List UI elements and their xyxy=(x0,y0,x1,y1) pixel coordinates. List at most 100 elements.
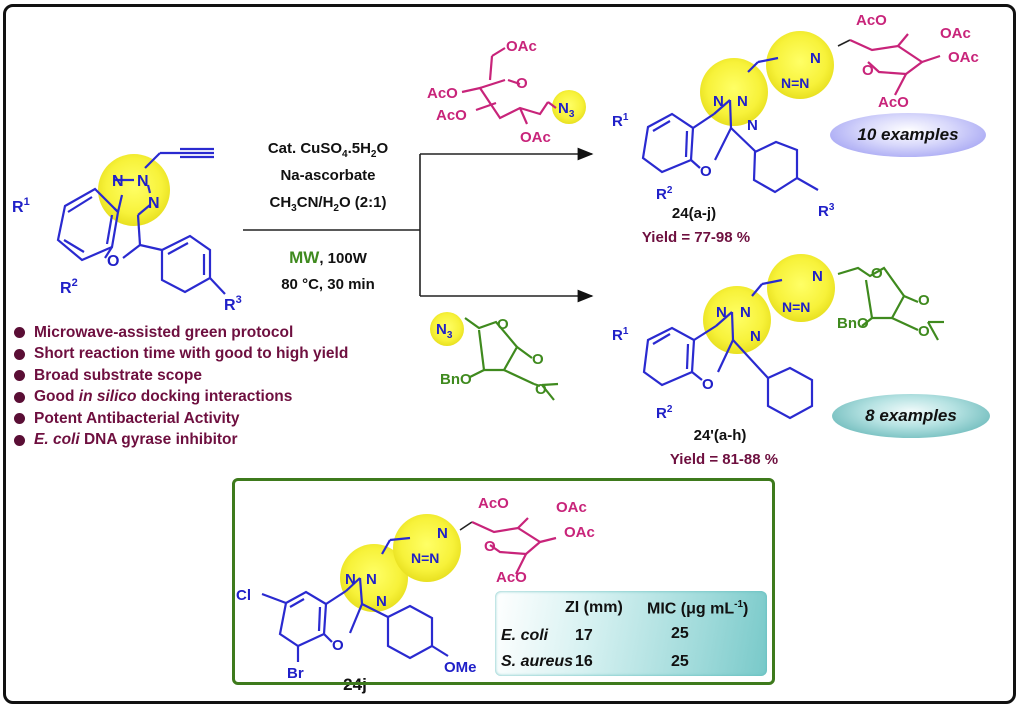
highlight-item: Broad substrate scope xyxy=(14,365,348,387)
organism-name: S. aureus xyxy=(501,653,574,670)
highlight-item: Short reaction time with good to high yi… xyxy=(14,344,348,366)
atom-n1: N xyxy=(112,173,124,190)
triazole-highlight xyxy=(340,544,408,612)
aco-label: AcO xyxy=(878,94,909,111)
product-bottom: N N N N N=N O R1 R2 BnO O O O 24'(a-h) Y… xyxy=(612,254,944,468)
substituent-r3: R3 xyxy=(818,202,835,220)
reductant-text: Na-ascorbate xyxy=(280,167,375,184)
microwave-text: MW, 100W xyxy=(289,248,368,267)
highlight-item: Microwave-assisted green protocol xyxy=(14,322,348,344)
compound-label: 24(a-j) xyxy=(672,205,716,222)
aco-label: AcO xyxy=(856,12,887,29)
activity-table: ZI (mm) MIC (μg mL-1) E. coli 17 25 S. a… xyxy=(495,591,767,676)
triazole-highlight xyxy=(766,31,834,99)
bullet-icon xyxy=(14,413,25,425)
atom-n: N xyxy=(747,117,758,134)
mic-value: 25 xyxy=(671,653,689,670)
azide-highlight xyxy=(430,312,464,346)
atom-n: N xyxy=(810,50,821,67)
atom-o: O xyxy=(700,163,712,180)
atom-n: N xyxy=(366,571,377,588)
dioxolane-oxygen: O xyxy=(918,323,930,340)
atom-n-n: N=N xyxy=(411,550,439,566)
atom-n3: N xyxy=(148,195,160,212)
aco-label: AcO xyxy=(436,107,467,124)
mic-value: 25 xyxy=(671,625,689,642)
catalyst-text: Cat. CuSO4.5H2O xyxy=(268,140,389,160)
atom-n: N xyxy=(376,593,387,610)
bullet-icon xyxy=(14,327,25,339)
ring-oxygen: O xyxy=(516,75,528,92)
atom-n: N xyxy=(437,525,448,542)
zi-value: 17 xyxy=(575,627,593,644)
bullet-icon xyxy=(14,434,25,446)
reaction-conditions: Cat. CuSO4.5H2O Na-ascorbate CH3CN/H2O (… xyxy=(243,140,594,303)
starting-material: N N N O R1 R2 R3 xyxy=(12,147,242,314)
azide-highlight xyxy=(552,90,586,124)
dioxolane-oxygen: O xyxy=(535,381,547,398)
oac-label: OAc xyxy=(520,129,551,146)
bullet-icon xyxy=(14,370,25,382)
atom-n: N xyxy=(812,268,823,285)
highlight-item: Potent Antibacterial Activity xyxy=(14,408,348,430)
ring-oxygen: O xyxy=(497,316,509,333)
substituent-r2: R2 xyxy=(656,404,673,422)
oac-label: OAc xyxy=(556,499,587,516)
ring-oxygen: O xyxy=(484,538,496,555)
substituent-r2: R2 xyxy=(60,277,78,297)
atom-n: N xyxy=(345,571,356,588)
examples-badge-bottom: 8 examples xyxy=(832,394,990,438)
bromine-label: Br xyxy=(287,665,304,682)
featured-compound-box xyxy=(232,478,775,685)
atom-n-n: N=N xyxy=(782,299,810,315)
bullet-icon xyxy=(14,348,25,360)
methoxy-label: OMe xyxy=(444,659,477,676)
column-header-mic: MIC (μg mL-1) xyxy=(647,599,749,618)
substituent-r1: R1 xyxy=(612,112,629,130)
dioxolane-oxygen: O xyxy=(532,351,544,368)
atom-o: O xyxy=(107,253,119,270)
bno-label: BnO xyxy=(440,371,472,388)
compound-label: 24'(a-h) xyxy=(694,427,747,444)
bullet-icon xyxy=(14,391,25,403)
oac-label: OAc xyxy=(948,49,979,66)
substituent-r2: R2 xyxy=(656,185,673,203)
aco-label: AcO xyxy=(427,85,458,102)
atom-n: N xyxy=(737,93,748,110)
solvent-text: CH3CN/H2O (2:1) xyxy=(270,194,387,214)
azide-label: N3 xyxy=(436,321,453,341)
featured-compound-24j: Cl Br OMe N N N N N=N O AcO OAc OAc AcO … xyxy=(236,495,595,694)
oac-label: OAc xyxy=(564,524,595,541)
triazole-highlight xyxy=(767,254,835,322)
atom-o: O xyxy=(702,376,714,393)
azide-label: N3 xyxy=(558,100,575,120)
atom-n-n: N=N xyxy=(781,75,809,91)
chlorine-label: Cl xyxy=(236,587,251,604)
oac-label: OAc xyxy=(506,38,537,55)
atom-n: N xyxy=(716,304,727,321)
substituent-r1: R1 xyxy=(12,196,30,216)
temperature-time-text: 80 °C, 30 min xyxy=(281,276,375,293)
substituent-r3: R3 xyxy=(224,294,242,314)
ring-oxygen: O xyxy=(871,265,883,282)
dioxolane-oxygen: O xyxy=(918,292,930,309)
organism-name: E. coli xyxy=(501,627,549,644)
aco-label: AcO xyxy=(496,569,527,586)
highlight-item: E. coli DNA gyrase inhibitor xyxy=(14,430,348,452)
highlight-item: Good in silico docking interactions xyxy=(14,387,348,409)
zi-value: 16 xyxy=(575,653,593,670)
ring-oxygen: O xyxy=(862,62,874,79)
furanose-azide-reagent: O O O BnO N3 xyxy=(430,312,559,401)
yield-text: Yield = 77-98 % xyxy=(642,229,750,246)
bno-label: BnO xyxy=(837,315,869,332)
examples-badge-top: 10 examples xyxy=(830,113,986,157)
aco-label: AcO xyxy=(478,495,509,512)
atom-o: O xyxy=(332,637,344,654)
atom-n: N xyxy=(713,93,724,110)
atom-n: N xyxy=(740,304,751,321)
triazole-highlight xyxy=(703,286,771,354)
oac-label: OAc xyxy=(940,25,971,42)
column-header-zi: ZI (mm) xyxy=(565,599,623,616)
product-top: N N N N N=N O R1 R2 R3 AcO OAc OAc AcO O… xyxy=(612,12,979,246)
